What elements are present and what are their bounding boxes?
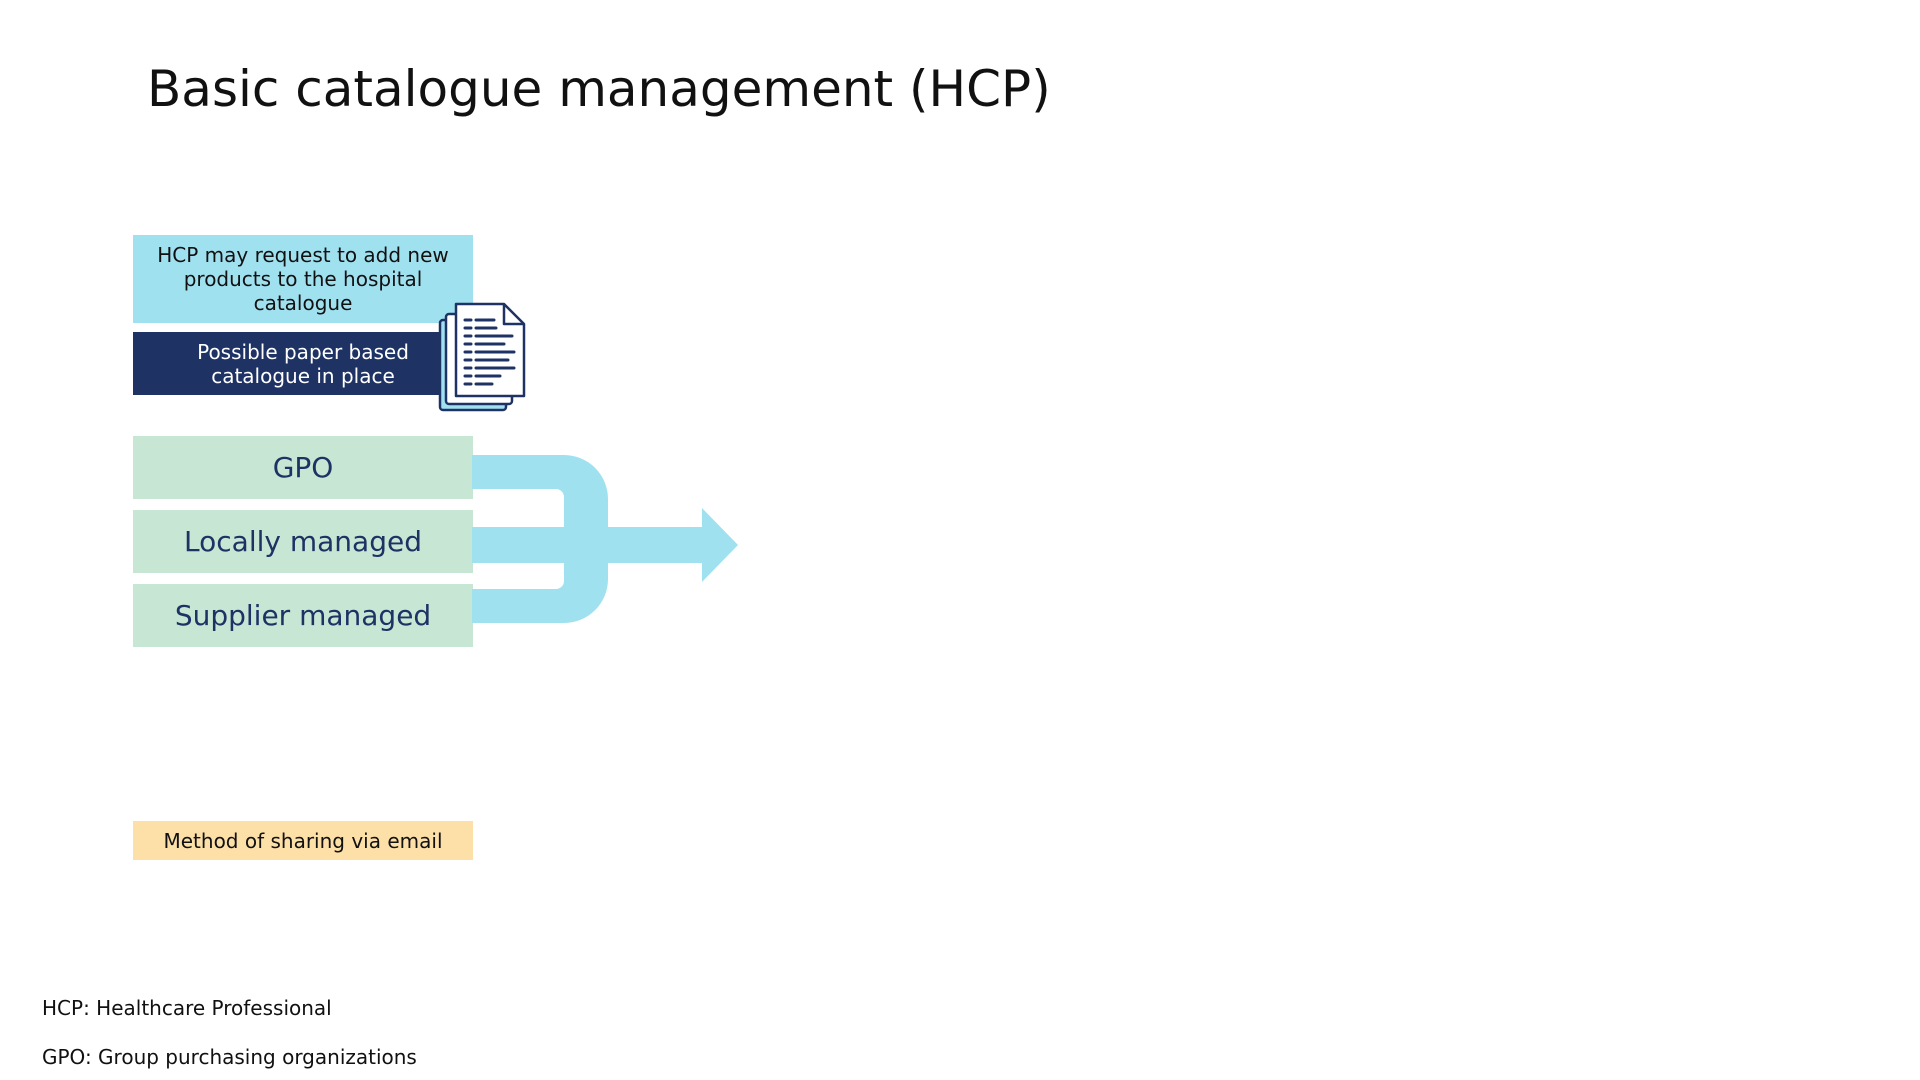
- merge-arrow-shaft: [600, 508, 738, 582]
- source-locally-managed-box: Locally managed: [133, 510, 473, 573]
- paper-catalogue-box: Possible paper based catalogue in place: [133, 332, 473, 395]
- source-supplier-managed-box: Supplier managed: [133, 584, 473, 647]
- merge-arrow-icon: [472, 455, 738, 623]
- document-stack-icon: [438, 302, 526, 412]
- hcp-request-box: HCP may request to add new products to t…: [133, 235, 473, 323]
- page-title: Basic catalogue management (HCP): [147, 60, 1051, 118]
- merge-middle-bar: [472, 527, 608, 563]
- source-gpo-box: GPO: [133, 436, 473, 499]
- footnote-gpo: GPO: Group purchasing organizations: [42, 1045, 417, 1069]
- footnote-hcp: HCP: Healthcare Professional: [42, 996, 332, 1020]
- merge-bracket: [472, 455, 608, 623]
- document-front-sheet: [454, 302, 526, 398]
- sharing-method-box: Method of sharing via email: [133, 821, 473, 860]
